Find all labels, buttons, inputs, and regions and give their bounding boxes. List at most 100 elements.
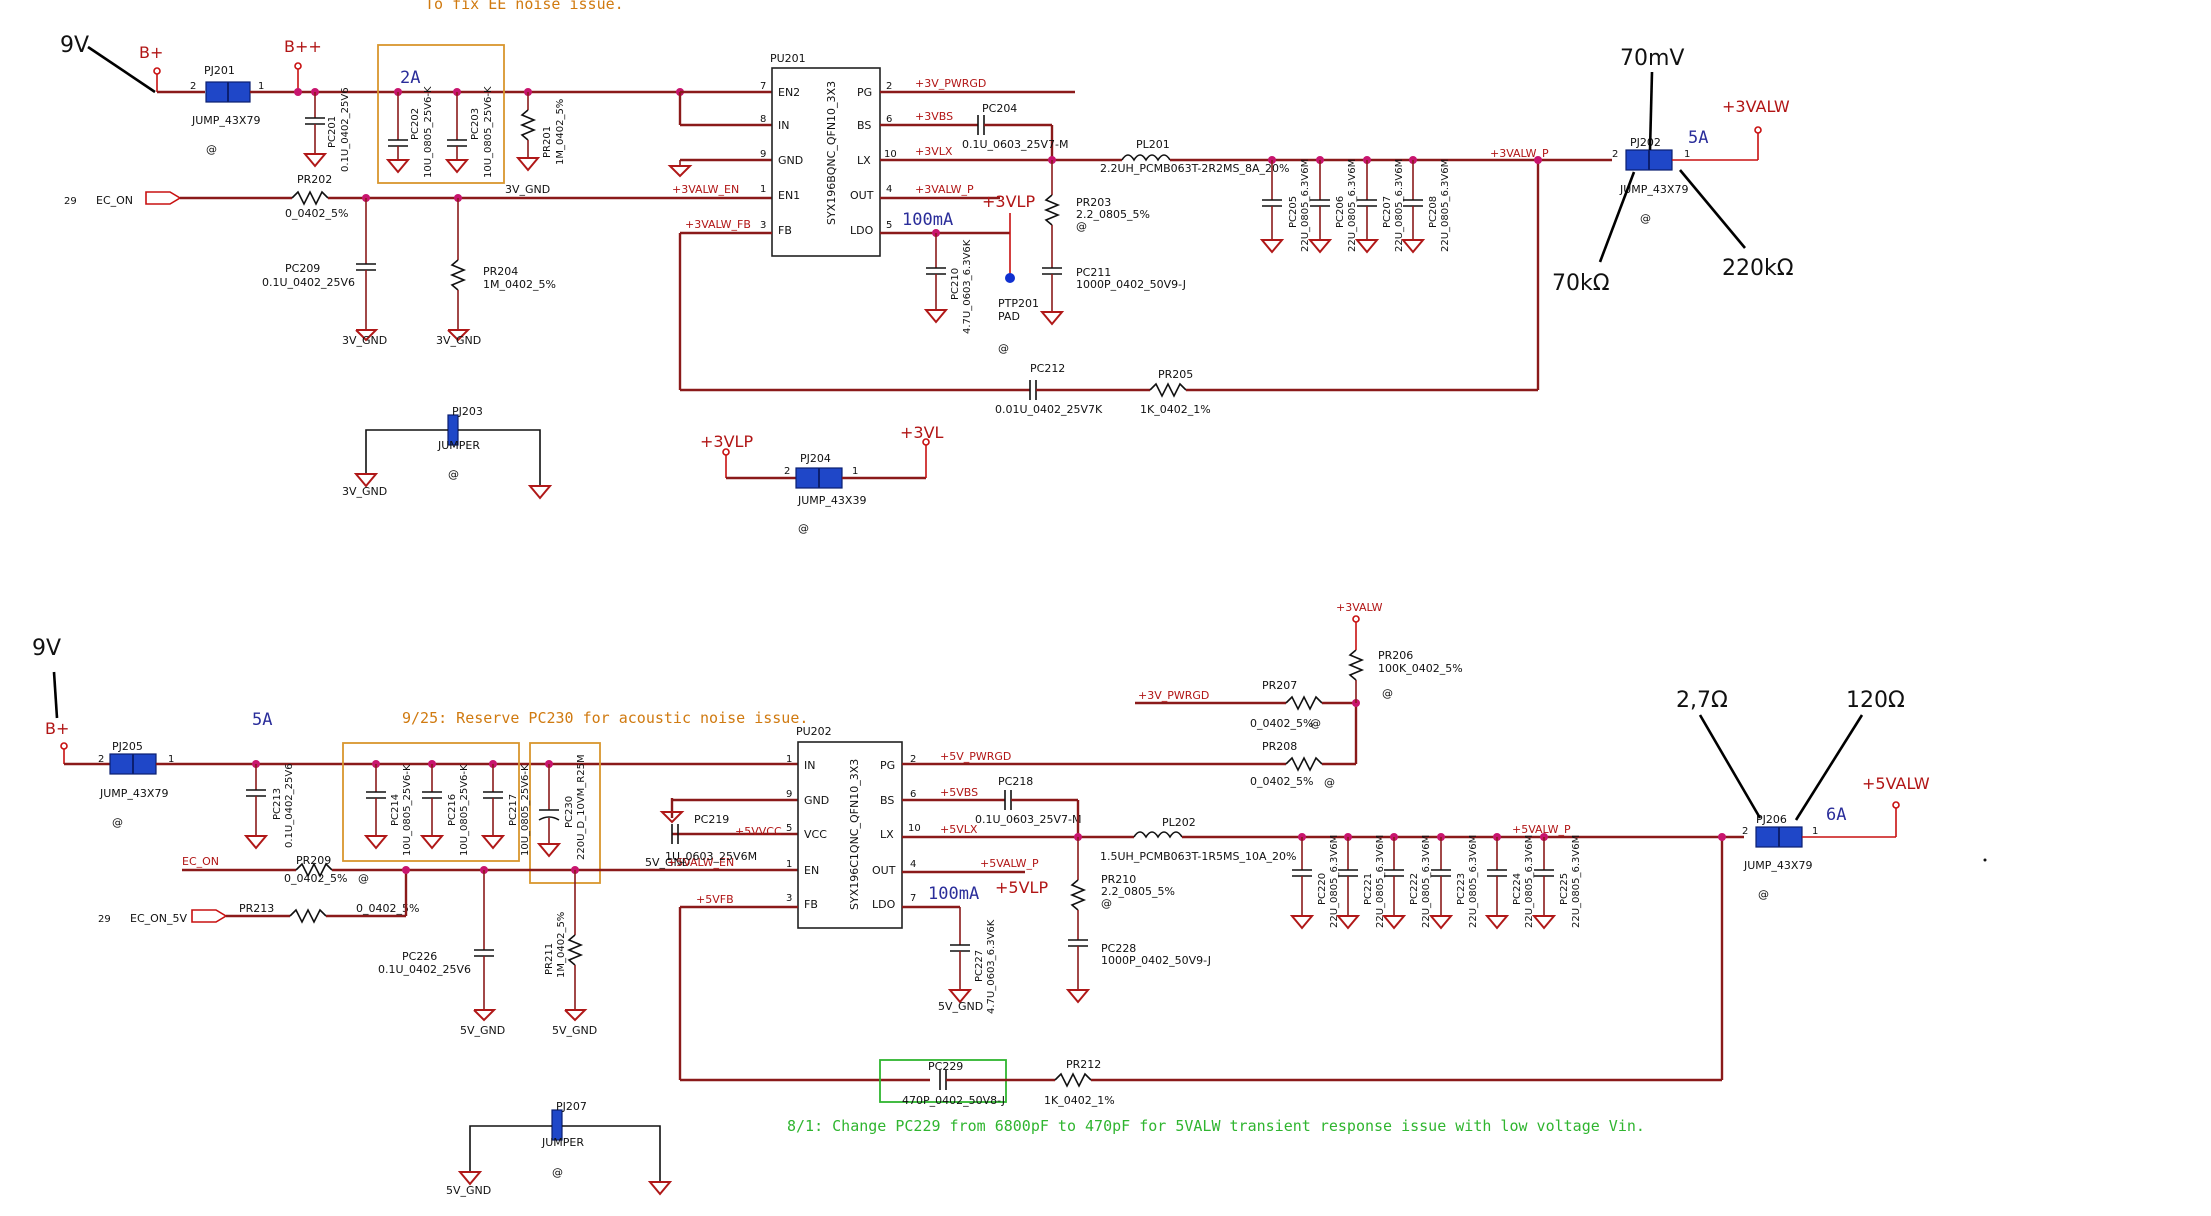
svg-text:0.1U_0603_25V7-M: 0.1U_0603_25V7-M xyxy=(962,138,1069,151)
svg-text:PC223: PC223 xyxy=(1456,873,1467,905)
svg-text:PC205: PC205 xyxy=(1288,196,1299,228)
svg-text:PR204: PR204 xyxy=(483,265,518,278)
svg-text:1: 1 xyxy=(786,754,792,765)
svg-text:+5VVCC: +5VVCC xyxy=(735,825,782,838)
svg-text:4.7U_0603_6.3V6K: 4.7U_0603_6.3V6K xyxy=(962,239,973,334)
svg-text:PC206: PC206 xyxy=(1335,196,1346,228)
svg-text:10U_0805_25V6-K: 10U_0805_25V6-K xyxy=(423,86,434,178)
svg-text:PJ205: PJ205 xyxy=(112,740,143,753)
note-acoustic: 9/25: Reserve PC230 for acoustic noise i… xyxy=(402,709,808,727)
annotation-2r7: 2,7Ω xyxy=(1676,688,1728,713)
svg-text:LX: LX xyxy=(880,828,894,841)
svg-text:PG: PG xyxy=(880,759,895,772)
svg-text:22U_0805_6.3V6M: 22U_0805_6.3V6M xyxy=(1394,159,1405,252)
svg-text:+3VALW: +3VALW xyxy=(1336,601,1383,614)
svg-text:22U_0805_6.3V6M: 22U_0805_6.3V6M xyxy=(1524,835,1535,928)
svg-text:3V_GND: 3V_GND xyxy=(342,334,387,347)
svg-text:6: 6 xyxy=(910,789,916,800)
annotation-9v-top-pointer xyxy=(87,45,156,94)
current-100ma-bottom: 100mA xyxy=(928,884,979,904)
svg-text:JUMPER: JUMPER xyxy=(541,1136,584,1149)
svg-text:5V_GND: 5V_GND xyxy=(446,1184,491,1197)
svg-text:1M_0402_5%: 1M_0402_5% xyxy=(483,278,556,291)
svg-text:LDO: LDO xyxy=(850,224,874,237)
svg-text:PC211: PC211 xyxy=(1076,266,1111,279)
svg-text:PC229: PC229 xyxy=(928,1060,963,1073)
net-3valw-en: +3VALW_EN xyxy=(672,183,739,196)
svg-text:PC209: PC209 xyxy=(285,262,320,275)
svg-text:PC213: PC213 xyxy=(272,788,283,820)
ic-pu202 xyxy=(797,741,903,929)
svg-text:2: 2 xyxy=(784,466,790,477)
pj201-value: JUMP_43X79 xyxy=(191,114,260,127)
svg-text:22U_0805_6.3V6M: 22U_0805_6.3V6M xyxy=(1421,835,1432,928)
svg-text:7: 7 xyxy=(910,893,916,904)
svg-text:EN: EN xyxy=(804,864,819,877)
svg-text:JUMP_43X79: JUMP_43X79 xyxy=(99,787,168,800)
svg-text:PC202: PC202 xyxy=(410,108,421,140)
pj201-ref: PJ201 xyxy=(204,64,235,77)
inductor-pl201 xyxy=(1121,154,1171,162)
svg-text:SYX196C1QNC_QFN10_3X3: SYX196C1QNC_QFN10_3X3 xyxy=(848,759,861,910)
svg-text:PR202: PR202 xyxy=(297,173,332,186)
svg-text:10U_0805_25V6-K: 10U_0805_25V6-K xyxy=(459,764,470,856)
svg-text:JUMP_43X39: JUMP_43X39 xyxy=(797,494,866,507)
svg-text:IN: IN xyxy=(804,759,815,772)
svg-text:2: 2 xyxy=(190,81,196,92)
rail-b-plus-plus: B++ xyxy=(284,37,322,56)
svg-text:1000P_0402_50V9-J: 1000P_0402_50V9-J xyxy=(1101,954,1211,967)
svg-text:PR201: PR201 xyxy=(542,126,553,158)
svg-text:22U_0805_6.3V6M: 22U_0805_6.3V6M xyxy=(1347,159,1358,252)
svg-text:@: @ xyxy=(998,342,1009,355)
svg-text:GND: GND xyxy=(804,794,829,807)
svg-text:+3VALW_FB: +3VALW_FB xyxy=(685,218,751,231)
test-pad-ptp201 xyxy=(1005,273,1015,283)
svg-text:PR211: PR211 xyxy=(544,943,555,975)
svg-text:PC207: PC207 xyxy=(1382,196,1393,228)
svg-text:PC225: PC225 xyxy=(1559,873,1570,905)
output-caps-top: PC205 22U_0805_6.3V6M PC206 22U_0805_6.3… xyxy=(1259,156,1451,254)
svg-text:5: 5 xyxy=(786,823,792,834)
svg-text:PC214: PC214 xyxy=(390,794,401,826)
svg-text:29: 29 xyxy=(98,914,111,925)
svg-text:+3VBS: +3VBS xyxy=(915,110,953,123)
rail-5vlp: +5VLP xyxy=(995,878,1048,897)
svg-text:PJ203: PJ203 xyxy=(452,405,483,418)
svg-text:10U_0805_25V6-K: 10U_0805_25V6-K xyxy=(402,764,413,856)
svg-text:3: 3 xyxy=(760,220,766,231)
current-5a-top: 5A xyxy=(1688,128,1708,148)
svg-text:+5VBS: +5VBS xyxy=(940,786,978,799)
rail-b-plus-bottom: B+ xyxy=(45,719,69,738)
rail-3vlp: +3VLP xyxy=(982,192,1035,211)
svg-text:+5VLX: +5VLX xyxy=(940,823,978,836)
svg-text:2: 2 xyxy=(910,754,916,765)
svg-text:PC210: PC210 xyxy=(950,268,961,300)
svg-text:PJ202: PJ202 xyxy=(1630,136,1661,149)
svg-text:PC226: PC226 xyxy=(402,950,437,963)
annotation-70mv: 70mV xyxy=(1620,46,1684,71)
rail-5valw: +5VALW xyxy=(1862,774,1930,793)
svg-text:@: @ xyxy=(1758,888,1769,901)
svg-text:FB: FB xyxy=(778,224,792,237)
svg-text:PR203: PR203 xyxy=(1076,196,1111,209)
svg-text:PJ207: PJ207 xyxy=(556,1100,587,1113)
svg-text:9: 9 xyxy=(760,149,766,160)
orange-box-top xyxy=(377,44,505,184)
svg-text:VCC: VCC xyxy=(804,828,827,841)
svg-text:4: 4 xyxy=(910,859,916,870)
svg-text:EN1: EN1 xyxy=(778,189,800,202)
svg-text:OUT: OUT xyxy=(872,864,896,877)
svg-text:1: 1 xyxy=(760,184,766,195)
svg-text:2: 2 xyxy=(1612,149,1618,160)
svg-text:PR206: PR206 xyxy=(1378,649,1413,662)
current-2a: 2A xyxy=(400,68,420,88)
svg-text:1.5UH_PCMB063T-1R5MS_10A_20%: 1.5UH_PCMB063T-1R5MS_10A_20% xyxy=(1100,850,1296,863)
svg-text:PTP201: PTP201 xyxy=(998,297,1039,310)
svg-text:PC218: PC218 xyxy=(998,775,1033,788)
svg-text:PC217: PC217 xyxy=(508,794,519,826)
svg-text:+5VALW_P: +5VALW_P xyxy=(1512,823,1571,836)
svg-text:@: @ xyxy=(1310,717,1321,730)
svg-text:5: 5 xyxy=(886,220,892,231)
svg-text:PG: PG xyxy=(857,86,872,99)
svg-text:PAD: PAD xyxy=(998,310,1020,323)
